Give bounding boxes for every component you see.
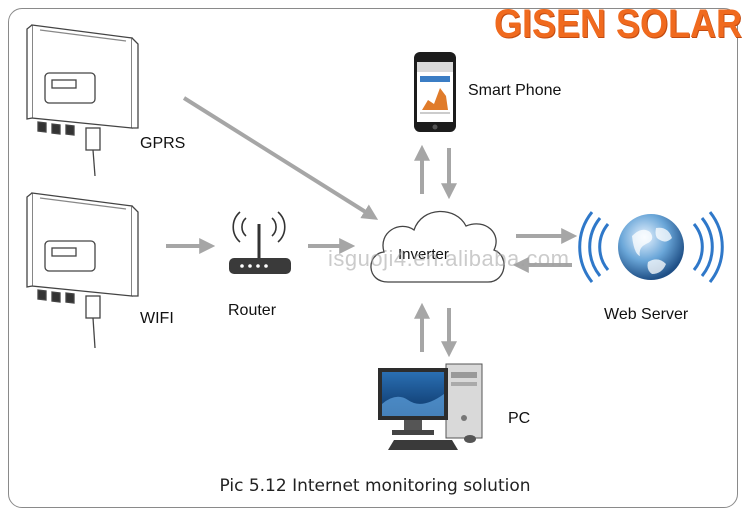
pc-icon xyxy=(378,363,483,450)
arrow-gprs-to-cloud xyxy=(182,96,379,220)
inverter-gprs-icon xyxy=(26,24,139,177)
web-server-label: Web Server xyxy=(604,306,689,323)
cloud-icon xyxy=(370,210,505,283)
smart-phone-label: Smart Phone xyxy=(468,82,562,99)
router-label: Router xyxy=(228,302,277,319)
diagram-frame xyxy=(8,8,738,508)
inverter-wifi-icon xyxy=(26,192,139,349)
watermark: isguoji4.en.alibaba.com xyxy=(328,246,570,271)
figure-caption: Pic 5.12 Internet monitoring solution xyxy=(219,476,531,496)
brand-logo: GISEN SOLAR xyxy=(494,2,743,46)
gprs-label: GPRS xyxy=(140,135,186,152)
web-server-icon xyxy=(578,211,724,283)
smart-phone-icon xyxy=(414,52,456,132)
pc-label: PC xyxy=(508,410,531,427)
router-icon xyxy=(229,211,291,274)
connection-arrows xyxy=(166,96,578,358)
cloud-label: Inverter xyxy=(398,246,449,263)
wifi-label: WIFI xyxy=(140,310,174,327)
